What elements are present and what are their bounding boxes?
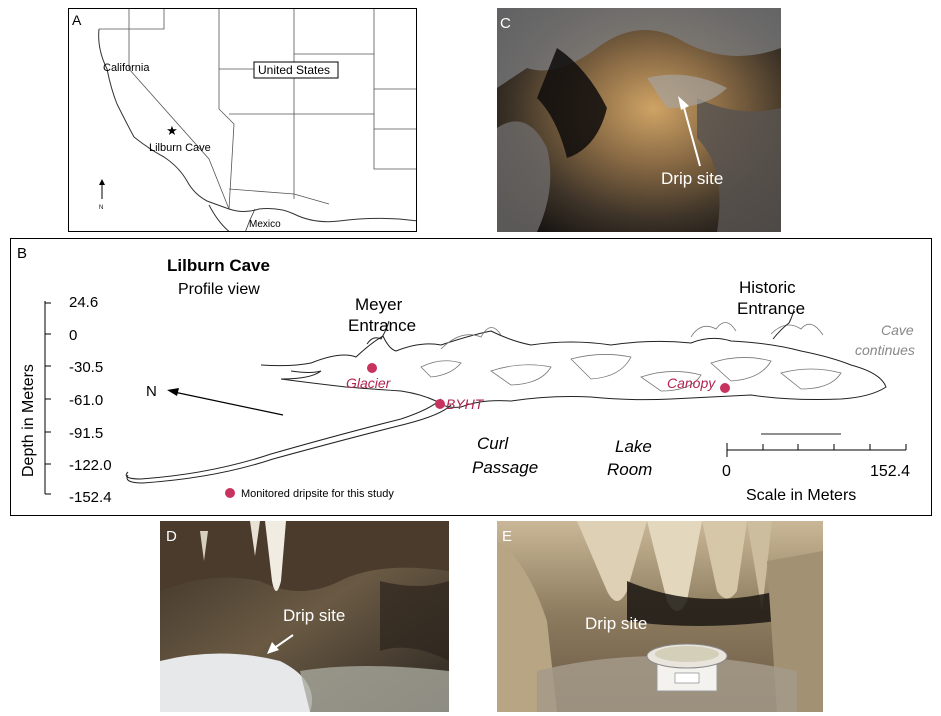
depth-tick-1: 0 [69, 327, 77, 344]
depth-tick-2: -30.5 [69, 359, 103, 376]
lake-room-line2: Room [607, 460, 652, 479]
depth-tick-0: 24.6 [69, 294, 98, 311]
profile-subtitle: Profile view [178, 281, 260, 298]
united-states-box [253, 61, 339, 79]
state-borders [99, 9, 416, 210]
depth-tick-5: -122.0 [69, 457, 112, 474]
label-california: California [103, 62, 150, 74]
dripsite-marker-byht [435, 399, 445, 409]
cave-interior-passages [420, 322, 842, 392]
panel-c-photo: C Drip site [497, 8, 781, 232]
curl-passage-line2: Passage [472, 458, 538, 477]
star-icon: ★ [166, 123, 178, 138]
drip-site-arrow-icon [267, 634, 294, 654]
label-north: N [99, 205, 103, 211]
drip-site-arrow-icon [678, 96, 701, 167]
profile-north-label: N [146, 383, 157, 400]
panel-d-letter: D [166, 528, 177, 545]
curl-passage-line1: Curl [477, 434, 509, 453]
lake-room-line1: Lake [615, 437, 652, 456]
historic-entrance-line2: Entrance [737, 299, 805, 318]
depth-tick-4: -91.5 [69, 425, 103, 442]
panel-a-map: A California United States ★ Lilburn Cav… [68, 8, 417, 232]
depth-axis-label: Depth in Meters [20, 364, 37, 477]
panel-a-letter: A [72, 12, 82, 28]
baja-coast [208, 204, 230, 231]
entrance-passages [366, 308, 795, 345]
historic-entrance-line1: Historic [739, 278, 796, 297]
profile-title: Lilburn Cave [167, 256, 270, 275]
meyer-entrance-line1: Meyer [355, 295, 403, 314]
gulf-coast [245, 208, 256, 231]
drip-site-label-e: Drip site [585, 614, 647, 633]
scale-label: Scale in Meters [746, 487, 856, 504]
dripsite-label-canopy: Canopy [667, 375, 716, 391]
cave-photo-e: E Drip site [497, 521, 823, 712]
meyer-entrance-line2: Entrance [348, 316, 416, 335]
drip-site-label-d: Drip site [283, 606, 345, 625]
scale-end: 152.4 [870, 463, 910, 480]
cave-continues-line2: continues [855, 342, 915, 358]
panel-e-photo: E Drip site [497, 521, 823, 712]
label-united-states: United States [258, 63, 330, 77]
panel-b-letter: B [17, 245, 27, 262]
depth-axis [44, 301, 51, 495]
coastline [98, 28, 416, 223]
drip-collection-dish [646, 643, 728, 692]
depth-tick-6: -152.4 [69, 489, 112, 506]
cave-passage-outline [125, 330, 887, 484]
dripsite-marker-glacier [367, 363, 377, 373]
flowstone-shape [160, 653, 312, 712]
profile-north-arrow-icon [167, 388, 284, 416]
stalactite-shape [265, 521, 286, 591]
dripsite-label-byht: BYHT [446, 396, 485, 412]
panel-b-profile: B Lilburn Cave Profile view Depth in Met… [10, 238, 932, 516]
legend-label: Monitored dripsite for this study [241, 488, 394, 500]
dripsite-label-glacier: Glacier [346, 375, 392, 391]
depth-tick-3: -61.0 [69, 392, 103, 409]
drip-site-label-c: Drip site [661, 169, 723, 188]
scale-bar [726, 443, 907, 457]
north-arrow-icon [99, 179, 105, 199]
panel-d-photo: D Drip site [160, 521, 449, 712]
cave-photo-d: D Drip site [160, 521, 449, 712]
label-lilburn-cave: Lilburn Cave [149, 142, 211, 154]
label-mexico: Mexico [249, 219, 281, 230]
scale-start: 0 [722, 463, 731, 480]
legend-dripsite-marker [225, 488, 235, 498]
panel-c-letter: C [500, 15, 511, 32]
us-southwest-map: A California United States ★ Lilburn Cav… [72, 9, 416, 231]
panel-e-letter: E [502, 528, 512, 545]
cave-profile-diagram: B Lilburn Cave Profile view Depth in Met… [17, 245, 915, 506]
cave-continues-line1: Cave [881, 322, 914, 338]
dripsite-marker-canopy [720, 383, 730, 393]
cave-photo-c: C Drip site [497, 8, 781, 232]
